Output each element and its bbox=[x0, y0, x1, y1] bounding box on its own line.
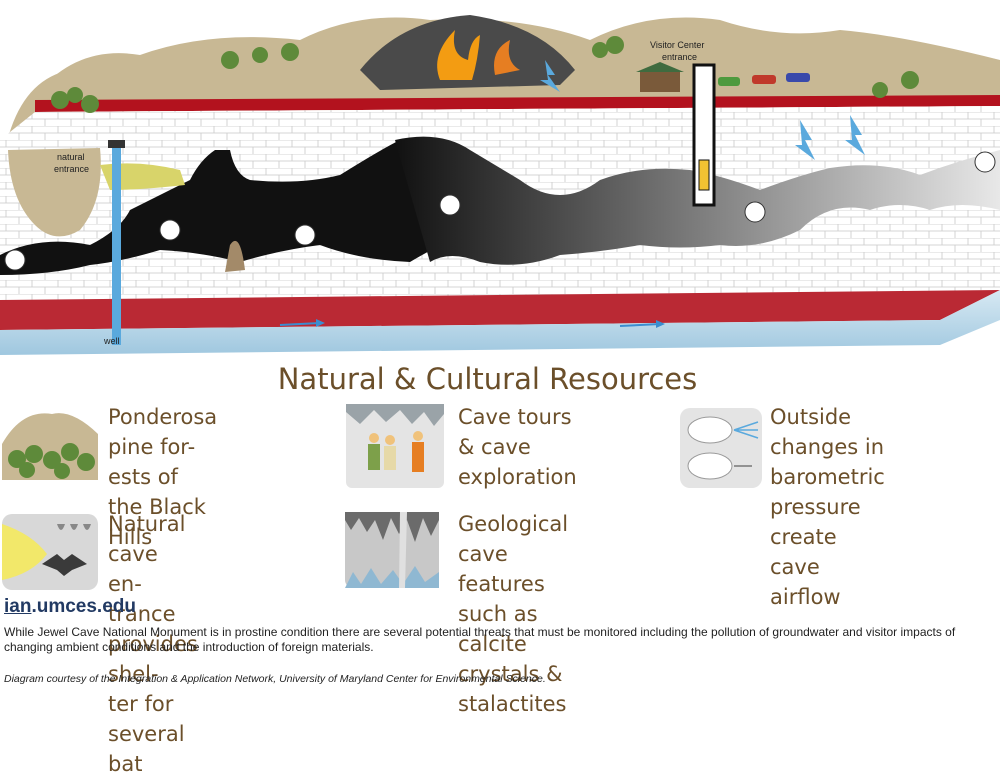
legend-text-line: Outside changes in bbox=[770, 405, 885, 459]
visitor-center-label: entrance bbox=[662, 52, 697, 62]
legend-text-line: stalactites bbox=[458, 692, 567, 716]
bat-roost-area bbox=[100, 163, 185, 190]
airflow-indicators bbox=[4, 151, 996, 271]
pine-forest-icon bbox=[2, 413, 98, 480]
legend-text-line: ter for several bat bbox=[108, 692, 185, 776]
airflow-arrows bbox=[540, 60, 865, 160]
legend-text-line: Natural cave en- bbox=[108, 512, 186, 596]
natural-entrance-label: natural bbox=[57, 152, 85, 162]
surface-rock-layer bbox=[35, 95, 1000, 112]
legend-title: Natural & Cultural Resources bbox=[277, 362, 698, 396]
legend-text-line: Geological cave features bbox=[458, 512, 569, 596]
flow-arrow-head bbox=[656, 320, 665, 328]
wildfire-icon bbox=[437, 30, 520, 80]
caption-text: While Jewel Cave National Monument is in… bbox=[4, 625, 956, 654]
legend-text-line: such as calcite crystals & bbox=[458, 602, 563, 686]
burned-hill bbox=[360, 15, 575, 90]
cave-cross-section-diagram: natural entrance Visitor Center entrance… bbox=[0, 15, 1000, 355]
visitor-center-label: Visitor Center bbox=[650, 40, 704, 50]
credit-text: Diagram courtesy of the Integration & Ap… bbox=[4, 673, 546, 685]
flow-arrow bbox=[279, 322, 321, 326]
legend-text-line: barometric pressure bbox=[770, 465, 885, 519]
natural-entrance-sinkhole bbox=[8, 148, 101, 237]
natural-entrance-label: entrance bbox=[54, 164, 89, 174]
brand-suffix: .umces.edu bbox=[31, 596, 136, 617]
groundwater-aquifer bbox=[0, 290, 1000, 355]
legend-text-line: exploration bbox=[458, 465, 577, 489]
bat-icon bbox=[42, 554, 87, 576]
parking-cars bbox=[718, 73, 810, 86]
flow-arrow bbox=[619, 323, 661, 327]
legend-text-line: trance provides shel- bbox=[108, 602, 198, 686]
pine-trees bbox=[51, 36, 919, 113]
cave-tour-icon bbox=[346, 404, 444, 488]
barometric-airflow-icon bbox=[680, 408, 762, 488]
brand-prefix: ian bbox=[4, 596, 32, 617]
well-label: well bbox=[103, 336, 120, 346]
ian-logo-link[interactable]: ian.umces.edu bbox=[4, 596, 136, 618]
legend-text-line: create cave airflow bbox=[770, 525, 841, 609]
legend-text-line: Ponderosa pine for- bbox=[108, 405, 218, 459]
legend-text-line: Cave tours & cave bbox=[458, 405, 572, 459]
flow-arrow-head bbox=[316, 319, 325, 327]
legend-text-line: ests of the Black Hills bbox=[108, 465, 206, 549]
bat-entrance-icon bbox=[2, 514, 98, 590]
geology-icon bbox=[345, 512, 439, 588]
visitor-center-building bbox=[636, 62, 684, 92]
groundwater-well bbox=[112, 145, 121, 345]
